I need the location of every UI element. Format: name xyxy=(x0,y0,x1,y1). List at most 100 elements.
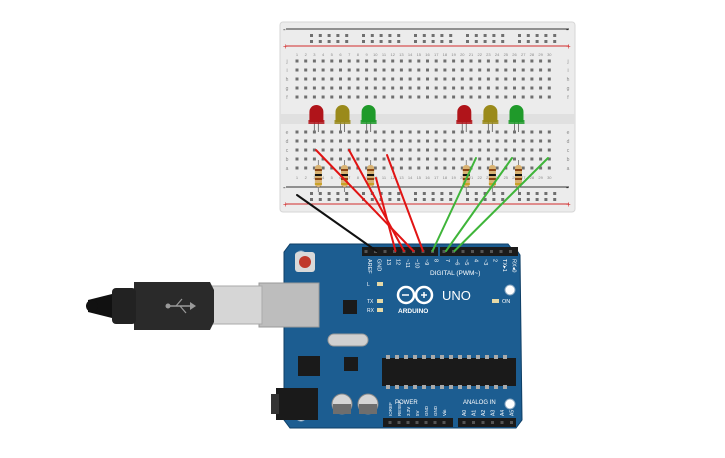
rail-hole xyxy=(379,34,383,37)
terminal-hole xyxy=(478,139,482,143)
led-rim xyxy=(334,120,351,124)
header-pin[interactable] xyxy=(500,421,504,424)
terminal-hole xyxy=(339,139,342,143)
terminal-hole xyxy=(417,59,421,63)
terminal-hole xyxy=(295,148,299,152)
rail-minus-label: - xyxy=(283,25,286,34)
header-pin[interactable] xyxy=(510,421,513,424)
header-pin[interactable] xyxy=(461,250,465,253)
row-letter: h xyxy=(567,77,570,83)
header-pin[interactable] xyxy=(406,421,410,424)
terminal-hole xyxy=(530,166,534,170)
power-jack[interactable] xyxy=(276,388,318,420)
terminal-hole xyxy=(408,148,412,152)
column-number: 22 xyxy=(477,52,482,57)
terminal-hole xyxy=(365,139,369,143)
terminal-hole xyxy=(478,157,482,161)
terminal-hole xyxy=(330,86,334,90)
header-pin[interactable] xyxy=(499,250,503,253)
led-red xyxy=(308,105,325,132)
terminal-hole xyxy=(356,130,360,134)
header-pin[interactable] xyxy=(471,250,474,253)
terminal-hole xyxy=(513,157,516,161)
power-pin-label: IOREF xyxy=(388,402,393,416)
terminal-hole xyxy=(391,157,395,161)
led-yellow xyxy=(334,105,351,132)
terminal-hole xyxy=(460,139,464,143)
header-pin[interactable] xyxy=(481,421,485,424)
rail-hole xyxy=(388,34,392,37)
led-body xyxy=(483,105,498,122)
terminal-hole xyxy=(373,148,377,152)
rail-hole xyxy=(440,198,444,201)
terminal-hole xyxy=(312,59,316,63)
terminal-hole xyxy=(312,157,316,161)
header-pin[interactable] xyxy=(433,421,437,424)
terminal-hole xyxy=(486,148,490,152)
usb-symbol-icon xyxy=(190,302,196,310)
row-letter: g xyxy=(286,86,289,92)
terminal-hole xyxy=(513,95,516,99)
resistor-band xyxy=(314,183,322,185)
header-pin[interactable] xyxy=(509,250,512,253)
terminal-hole xyxy=(478,166,482,170)
terminal-hole xyxy=(486,68,490,72)
analog-pin-label: A3 xyxy=(491,410,497,416)
header-pin[interactable] xyxy=(424,421,428,424)
header-pin[interactable] xyxy=(442,421,446,424)
terminal-hole xyxy=(452,130,456,134)
terminal-hole xyxy=(478,68,482,72)
chip-pin xyxy=(458,385,462,389)
header-pin[interactable] xyxy=(388,421,392,424)
header-pin[interactable] xyxy=(393,250,396,253)
led-red xyxy=(456,105,473,132)
column-number: 20 xyxy=(460,52,465,57)
header-pin[interactable] xyxy=(452,250,455,253)
mounting-hole xyxy=(504,284,516,296)
header-pin[interactable] xyxy=(442,250,446,253)
capacitor-base xyxy=(333,404,351,414)
header-pin[interactable] xyxy=(472,421,475,424)
row-letter: j xyxy=(285,59,287,65)
analog-pin-label: A1 xyxy=(472,410,478,416)
chip-pin xyxy=(422,385,426,389)
rail-hole xyxy=(327,40,331,43)
rail-hole xyxy=(397,192,401,195)
terminal-hole xyxy=(365,95,369,99)
terminal-hole xyxy=(330,59,334,63)
header-pin[interactable] xyxy=(491,421,494,424)
resistor-band xyxy=(488,174,496,176)
rail-hole xyxy=(431,192,435,195)
terminal-hole xyxy=(469,130,473,134)
header-pin[interactable] xyxy=(462,421,466,424)
column-number: 9 xyxy=(365,175,368,180)
header-pin[interactable] xyxy=(415,421,419,424)
chip-pin xyxy=(413,355,417,359)
rail-hole xyxy=(310,192,313,195)
atmega-chip xyxy=(382,358,516,386)
terminal-hole xyxy=(347,166,351,170)
terminal-hole xyxy=(539,139,543,143)
header-pin[interactable] xyxy=(480,250,484,253)
header-pin[interactable] xyxy=(490,250,493,253)
terminal-hole xyxy=(391,95,395,99)
header-pin[interactable] xyxy=(383,250,387,253)
header-pin[interactable] xyxy=(397,421,401,424)
header-pin[interactable] xyxy=(364,250,368,253)
on-led xyxy=(492,299,499,303)
chip-pin xyxy=(476,385,480,389)
reset-button[interactable] xyxy=(299,256,311,268)
terminal-hole xyxy=(365,68,369,72)
rail-hole xyxy=(535,40,539,43)
terminal-hole xyxy=(304,139,308,143)
digital-pin-label: ~3 xyxy=(482,259,488,265)
column-number: 15 xyxy=(417,175,422,180)
resistor xyxy=(367,160,375,192)
terminal-hole xyxy=(513,68,516,72)
digital-pin-label: RX◂0 xyxy=(511,259,517,272)
led-yellow xyxy=(482,105,499,132)
row-letter: d xyxy=(567,139,570,145)
usb-port[interactable] xyxy=(258,282,320,328)
rail-hole xyxy=(544,198,548,201)
